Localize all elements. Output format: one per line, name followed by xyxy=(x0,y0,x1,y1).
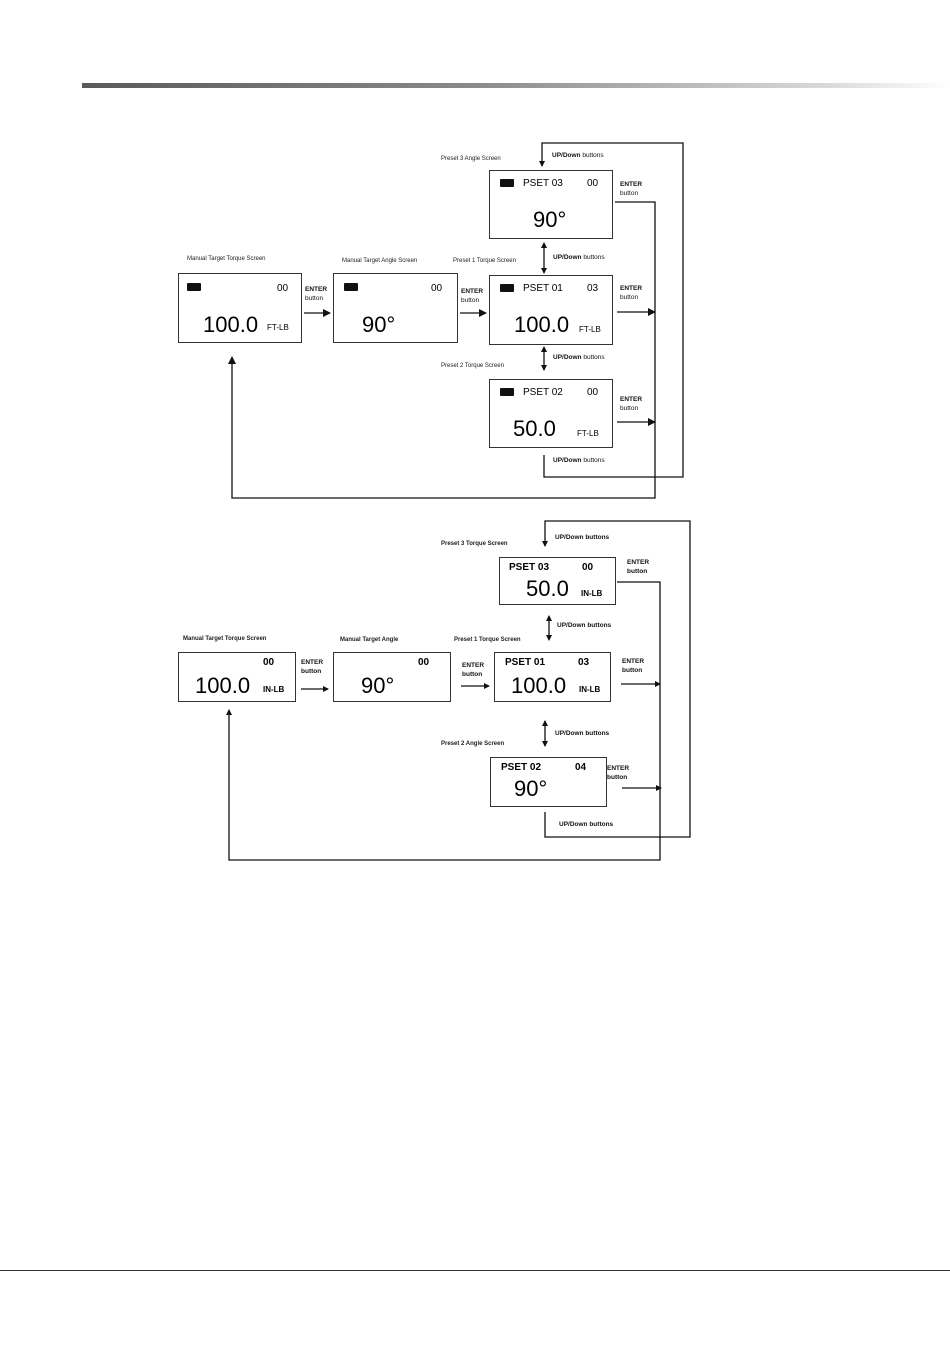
label2-preset1-screen: Preset 1 Torque Screen xyxy=(454,637,521,643)
pset-label: PSET 01 xyxy=(505,657,546,668)
pset-label: PSET 03 xyxy=(509,562,550,573)
battery-icon xyxy=(500,284,514,292)
note-updown-top: UP/Down buttons xyxy=(552,152,604,159)
screen-preset1: PSET 01 03 100.0 FT-LB xyxy=(489,275,613,345)
label2-preset3-screen: Preset 3 Torque Screen xyxy=(441,541,508,547)
loop2-updown-outer xyxy=(542,520,691,838)
count: 00 xyxy=(587,178,599,189)
count: 00 xyxy=(587,387,599,398)
note2-updown-3-1: UP/Down buttons xyxy=(557,622,612,629)
value: 100.0 xyxy=(195,673,251,698)
label-preset3-screen: Preset 3 Angle Screen xyxy=(441,156,501,162)
battery-icon xyxy=(500,179,514,187)
screen2-preset2: PSET 02 04 90° xyxy=(490,757,607,807)
count: 00 xyxy=(431,283,443,294)
screen2-manual-torque: 00 100.0 IN-LB xyxy=(178,652,296,702)
screen-manual-angle: 00 90° xyxy=(333,273,458,343)
unit: IN-LB xyxy=(263,685,285,694)
count: 03 xyxy=(587,283,599,294)
screen2-preset3: PSET 03 00 50.0 IN-LB xyxy=(499,557,616,605)
screen2-preset1: PSET 01 03 100.0 IN-LB xyxy=(494,652,611,702)
value: 100.0 xyxy=(511,673,567,698)
value: 50.0 xyxy=(526,576,569,601)
value: 50.0 xyxy=(513,416,556,441)
loop-enter-p3 xyxy=(228,201,656,499)
battery-icon xyxy=(187,283,201,291)
unit: FT-LB xyxy=(267,323,289,332)
note-updown-3-1: UP/Down buttons xyxy=(553,254,605,261)
pset-label: PSET 02 xyxy=(523,387,563,398)
value: 90° xyxy=(514,776,548,801)
unit: IN-LB xyxy=(581,589,603,598)
loop-updown-outer xyxy=(539,142,684,478)
battery-icon xyxy=(344,283,358,291)
value: 90° xyxy=(362,312,396,337)
label2-manual-angle: Manual Target Angle xyxy=(340,637,399,643)
value: 90° xyxy=(533,207,567,232)
note2-updown-top: UP/Down buttons xyxy=(555,534,610,541)
pset-label: PSET 01 xyxy=(523,283,563,294)
count: 00 xyxy=(418,657,430,668)
header-rule xyxy=(82,83,950,88)
count: 00 xyxy=(582,562,594,573)
loop2-enter-p3 xyxy=(226,581,661,861)
note-updown-bottom: UP/Down buttons xyxy=(553,457,605,464)
value: 90° xyxy=(361,673,395,698)
pset-label: PSET 02 xyxy=(501,762,542,773)
count: 04 xyxy=(575,762,587,773)
label-preset1-screen: Preset 1 Torque Screen xyxy=(453,258,516,264)
value: 100.0 xyxy=(514,312,570,337)
note2-updown-1-2: UP/Down buttons xyxy=(555,730,610,737)
label2-preset2-screen: Preset 2 Angle Screen xyxy=(441,741,505,747)
footer-rule xyxy=(0,1270,950,1271)
label2-manual-torque-screen: Manual Target Torque Screen xyxy=(183,636,267,642)
unit: FT-LB xyxy=(579,325,601,334)
screen-manual-torque: 00 100.0 FT-LB xyxy=(178,273,302,343)
count: 00 xyxy=(277,283,289,294)
note-updown-1-2: UP/Down buttons xyxy=(553,354,605,361)
screen2-manual-angle: 00 90° xyxy=(333,652,451,702)
screen-preset3: PSET 03 00 90° xyxy=(489,170,613,239)
label-manual-angle-screen: Manual Target Angle Screen xyxy=(342,258,418,264)
pset-label: PSET 03 xyxy=(523,178,563,189)
unit: FT-LB xyxy=(577,429,599,438)
unit: IN-LB xyxy=(579,685,601,694)
screen-preset2: PSET 02 00 50.0 FT-LB xyxy=(489,379,613,448)
label-manual-torque-screen: Manual Target Torque Screen xyxy=(187,256,266,262)
count: 03 xyxy=(578,657,590,668)
battery-icon xyxy=(500,388,514,396)
label-preset2-screen: Preset 2 Torque Screen xyxy=(441,363,504,369)
note2-updown-bottom: UP/Down buttons xyxy=(559,821,614,828)
count: 00 xyxy=(263,657,275,668)
value: 100.0 xyxy=(203,312,259,337)
